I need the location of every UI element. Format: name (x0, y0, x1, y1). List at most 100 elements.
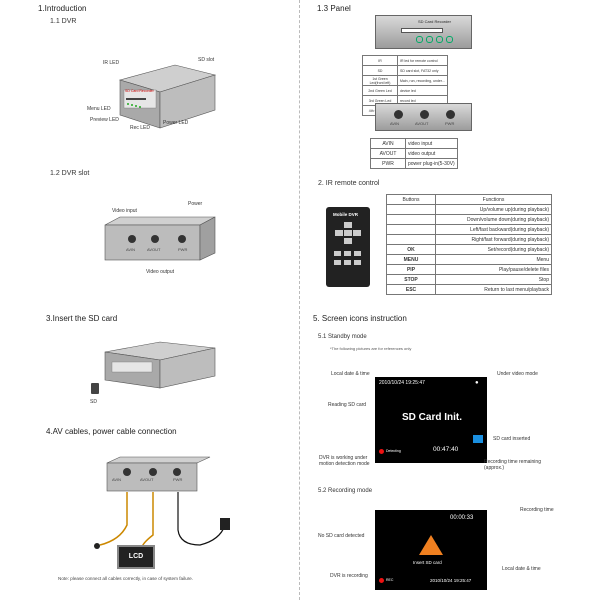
callout-under-video: Under video mode (497, 371, 538, 377)
slot-avout-label: AVOUT (147, 247, 161, 252)
button-name-cell (386, 214, 436, 225)
button-name-cell: ESC (386, 284, 436, 295)
led-4 (446, 36, 453, 43)
column-header: Functions (435, 194, 552, 205)
cell-value: power plug-in(5-30V) (405, 158, 458, 169)
label-sd-slot: SD slot (198, 57, 215, 63)
cell-key: AVIN (370, 138, 406, 149)
label-power-led: Power LED (163, 120, 189, 126)
button-name-cell: STOP (386, 274, 436, 285)
column-header: Buttons (386, 194, 436, 205)
recording-date: 2010/10/24 19:25:47 (430, 578, 472, 583)
rec-text: REC (386, 578, 394, 582)
panel-front-illustration: SD Card Recorder (375, 15, 472, 49)
remote-key-7[interactable] (354, 260, 361, 265)
cell-value: IR led for remote control (397, 55, 448, 66)
label-sd: SD (90, 399, 97, 405)
motion-detect-icon (379, 449, 384, 454)
label-ir-led: IR LED (103, 60, 120, 66)
table-row: Up/volume up(during playback) (386, 204, 552, 215)
cell-key: 1st Green Led(front left) (362, 75, 398, 86)
label-power: Power (188, 201, 203, 207)
dvr-slot-illustration: AVIN AVOUT PWR (100, 215, 220, 265)
cell-value: device led (397, 85, 448, 96)
cell-value: Main, run, recording, under... (397, 75, 448, 86)
table-row: 1st Green Led(front left)Main, run, reco… (362, 75, 448, 86)
label-video-output: Video output (146, 269, 174, 275)
rear-avout-label: AVOUT (415, 121, 429, 126)
video-mode-icon: ● (475, 380, 479, 386)
callout-remaining: Recording time remaining (approx.) (484, 459, 541, 471)
cell-key: AVOUT (370, 148, 406, 159)
sd-card-icon (91, 383, 99, 394)
remote-title: Mobile DVR (333, 212, 359, 217)
page-divider (299, 0, 301, 600)
sd-init-text: SD Card Init. (402, 412, 463, 423)
remote-key-6[interactable] (344, 260, 351, 265)
no-sd-warning-icon (419, 535, 443, 555)
remote-right-button[interactable] (353, 230, 361, 236)
section-recording: 5.2 Recording mode (318, 488, 373, 494)
function-cell: Right/fast forward(during playback) (435, 234, 552, 245)
remote-esc-button[interactable] (334, 260, 341, 265)
device-name-label: SD Card Recorder (125, 89, 154, 93)
remote-pip-button[interactable] (344, 251, 351, 256)
remote-left-button[interactable] (335, 230, 343, 236)
recording-screen: 00:00:33 Insert SD card REC 2010/10/24 1… (375, 510, 487, 590)
cell-value: video input (405, 138, 458, 149)
recording-time: 00:00:33 (450, 515, 474, 521)
section-panel: 1.3 Panel (317, 4, 351, 13)
cable-wiring (94, 492, 230, 551)
section-standby: 5.1 Standby mode (318, 334, 367, 340)
remaining-time: 00:47:40 (433, 446, 459, 453)
button-name-cell: PIP (386, 264, 436, 275)
rear-avin-label: AVIN (390, 121, 400, 126)
label-rec-led: Rec LED (130, 125, 151, 131)
cell-key: PWR (370, 158, 406, 169)
remote-ok-button[interactable] (344, 230, 352, 236)
rear-pwr-label: PWR (445, 121, 455, 126)
slot-pwr-label: PWR (178, 247, 188, 252)
cell-value: video output (405, 148, 458, 159)
callout-rec-local-date: Local date & time (502, 566, 541, 572)
callout-sd-inserted: SD card inserted (493, 436, 531, 442)
led-3 (436, 36, 443, 43)
standby-date: 2010/10/24 19:25:47 (379, 380, 425, 386)
remote-menu-button[interactable] (334, 251, 341, 256)
remote-stop-button[interactable] (354, 251, 361, 256)
sd-slot-opening (401, 28, 443, 33)
button-name-cell: OK (386, 244, 436, 255)
port-pwr (446, 110, 455, 119)
table-row: Left/fast backward(during playback) (386, 224, 552, 235)
remote-down-button[interactable] (344, 238, 352, 244)
ir-remote-illustration: Mobile DVR (326, 207, 370, 287)
section-ir-remote: 2. IR remote control (318, 180, 380, 187)
remote-up-button[interactable] (344, 222, 352, 228)
callout-rec-time: Recording time (520, 507, 554, 513)
port-avin (394, 110, 403, 119)
port-avout (420, 110, 429, 119)
panel-rear-illustration: AVIN AVOUT PWR (375, 103, 472, 131)
section-dvr: 1.1 DVR (50, 18, 77, 25)
function-cell: Set/record(during playback) (435, 244, 552, 255)
sd-insert-illustration (100, 340, 220, 390)
table-row: Down/volume down(during playback) (386, 214, 552, 225)
label-video-input: Video input (112, 208, 137, 214)
cable-avin-label: AVIN (112, 477, 122, 482)
function-cell: Return to last menu/playback (435, 284, 552, 295)
reference-note: *The following pictures are for referenc… (330, 346, 412, 351)
function-cell: Down/volume down(during playback) (435, 214, 552, 225)
button-name-cell (386, 234, 436, 245)
rec-dot-icon (379, 578, 384, 583)
function-cell: Play/pause/delete files (435, 264, 552, 275)
callout-no-sd: No SD card detected (318, 533, 365, 539)
